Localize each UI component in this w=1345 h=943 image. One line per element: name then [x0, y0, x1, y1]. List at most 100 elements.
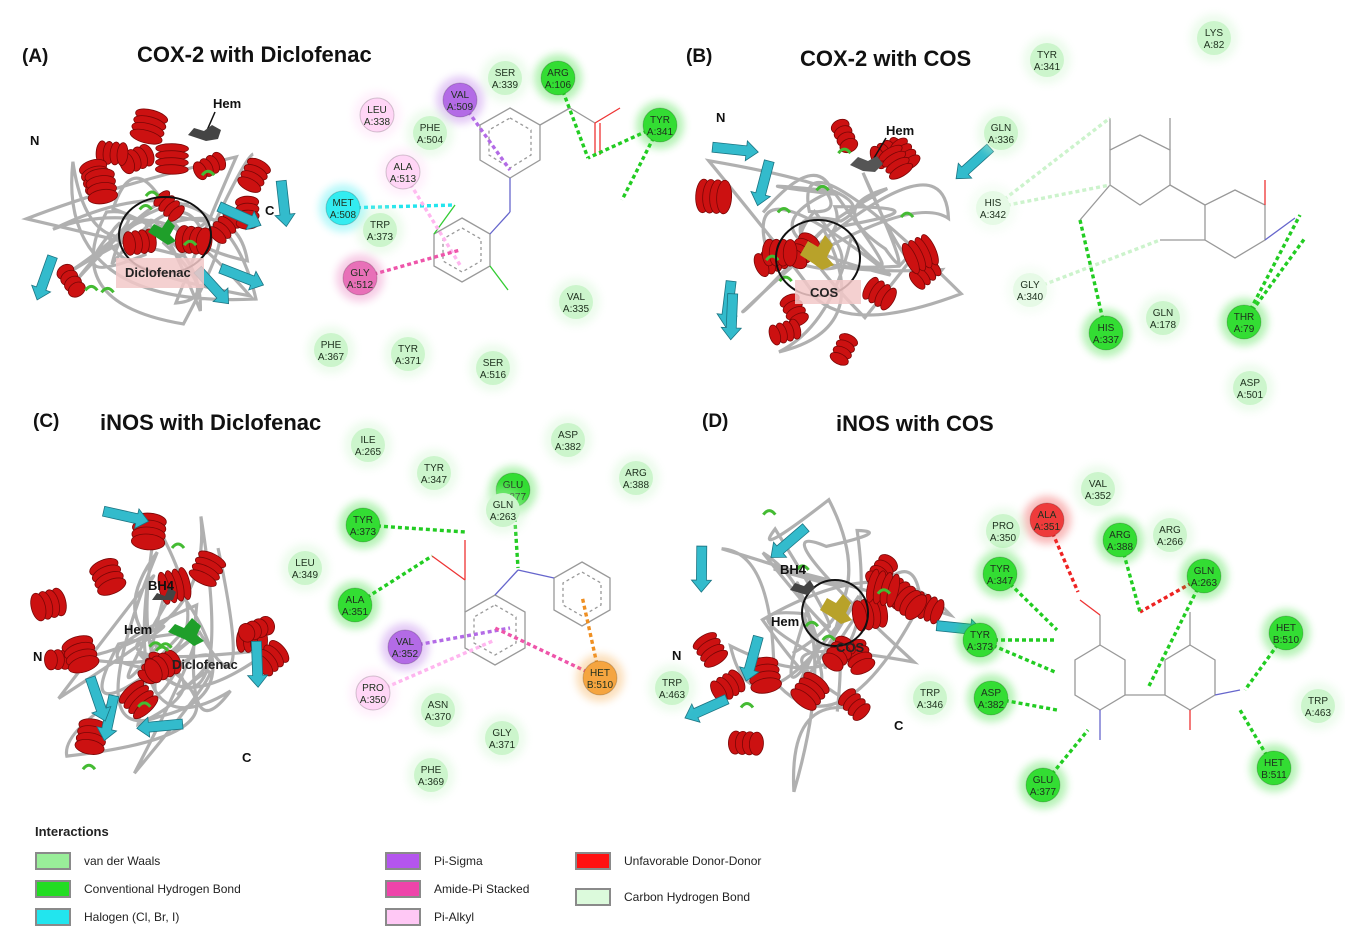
- residue-name: HET: [590, 668, 610, 679]
- interaction-line-d-arg388: [1118, 539, 1142, 613]
- residue-disc: [962, 622, 998, 658]
- helix-turn: [238, 623, 256, 643]
- residue-number: A:370: [425, 712, 452, 723]
- panel-d-label: (D): [702, 411, 728, 432]
- bond-c-4: [494, 569, 519, 596]
- residue-number: A:382: [978, 700, 1005, 711]
- panel-c-title: iNOS with Diclofenac: [100, 410, 321, 435]
- bond-c-3: [431, 555, 466, 581]
- ring-c-1-aromatic: [473, 604, 517, 656]
- residue-disc: [1030, 43, 1064, 77]
- protein-turn: [81, 763, 97, 771]
- helix-turn: [748, 731, 764, 756]
- protein-c-n-terminus: N: [33, 649, 42, 664]
- residue-disc: [359, 97, 395, 133]
- residue-number: A:367: [318, 352, 345, 363]
- bond-b-7: [1264, 217, 1296, 241]
- ring-c-2-aromatic: [562, 571, 602, 617]
- residue-number: A:373: [350, 527, 377, 538]
- protein-helix: [237, 157, 271, 193]
- residue-number: A:352: [392, 649, 419, 660]
- residue-disc: [619, 461, 653, 495]
- protein-helix: [188, 550, 227, 587]
- residue-name: HET: [1276, 623, 1296, 634]
- residue-name: PHE: [421, 765, 442, 776]
- residue-disc: [413, 116, 447, 150]
- residue-name: ARG: [1109, 530, 1131, 541]
- residue-number: A:266: [1157, 537, 1184, 548]
- protein-sheet: [720, 293, 743, 341]
- legend-label: van der Waals: [84, 854, 161, 868]
- diclofenac-ligand-c: [168, 618, 204, 646]
- legend-label: Halogen (Cl, Br, I): [84, 910, 180, 924]
- helix-turn: [908, 271, 926, 290]
- residue-number: A:341: [647, 127, 674, 138]
- protein-coil: [721, 497, 956, 793]
- residue-name: PRO: [362, 683, 384, 694]
- residue-number: A:335: [563, 304, 590, 315]
- residue-disc: [1233, 371, 1267, 405]
- protein-turn: [795, 564, 810, 571]
- residue-number: A:373: [367, 232, 394, 243]
- protein-sheet: [218, 263, 265, 291]
- residue-name: ARG: [625, 468, 647, 479]
- residue-name: VAL: [1089, 479, 1108, 490]
- residue-disc: [655, 671, 689, 705]
- helix-turn: [889, 162, 914, 180]
- residue-name: ASP: [981, 688, 1001, 699]
- legend-swatch: [385, 880, 421, 898]
- ring-a-lower-aromatic: [442, 227, 482, 273]
- protein-sheet: [246, 640, 269, 688]
- protein-helix: [695, 178, 733, 215]
- protein-c-bh4-label: BH4: [148, 578, 175, 593]
- panel-a-label: (A): [22, 46, 48, 67]
- legend-label: Unfavorable Donor-Donor: [624, 854, 762, 868]
- protein-turn: [84, 284, 99, 292]
- legend-item-pisigma: Pi-Sigma: [385, 852, 483, 870]
- residue-name: LYS: [1205, 28, 1223, 39]
- heme-ligand-a: [188, 125, 221, 141]
- residue-disc: [355, 675, 391, 711]
- residue-number: A:263: [1191, 578, 1218, 589]
- helix-turn: [850, 657, 876, 675]
- helix-turn: [782, 239, 798, 267]
- residue-name: ASP: [558, 430, 578, 441]
- protein-coil: [704, 158, 965, 354]
- protein-helix: [837, 688, 871, 721]
- panel-a-header: (A) COX-2 with Diclofenac: [22, 42, 372, 67]
- panel-c-header: (C) iNOS with Diclofenac: [33, 410, 321, 435]
- protein-b-ligand-label: COS: [810, 285, 839, 300]
- interaction-line-a-tyr341: [587, 123, 661, 160]
- legend-item-amidepi: Amide-Pi Stacked: [385, 880, 529, 898]
- residue-name: ARG: [547, 68, 569, 79]
- residue-disc: [488, 61, 522, 95]
- residue-disc: [363, 213, 397, 247]
- protein-turn: [876, 588, 892, 595]
- residue-name: GLY: [350, 268, 370, 279]
- legend-swatch: [575, 888, 611, 906]
- residue-number: A:369: [418, 777, 445, 788]
- ring-b-2: [1204, 189, 1266, 259]
- interaction-line-c-het510: [494, 626, 601, 680]
- residue-name: TYR: [398, 344, 418, 355]
- helix-turn: [67, 655, 100, 674]
- residue-disc: [642, 107, 678, 143]
- residue-name: ASN: [428, 700, 449, 711]
- protein-a-annotations: N C Hem Diclofenac: [30, 96, 275, 288]
- protein-turn: [815, 184, 830, 192]
- residue-name: TRP: [1308, 696, 1328, 707]
- helix-turn: [768, 324, 782, 346]
- ligand-2d-d: [1074, 599, 1241, 740]
- residue-disc: [1029, 502, 1065, 538]
- protein-structure-d: [684, 497, 984, 793]
- helix-turn: [880, 287, 897, 311]
- interaction-line-b-his342: [991, 116, 1112, 210]
